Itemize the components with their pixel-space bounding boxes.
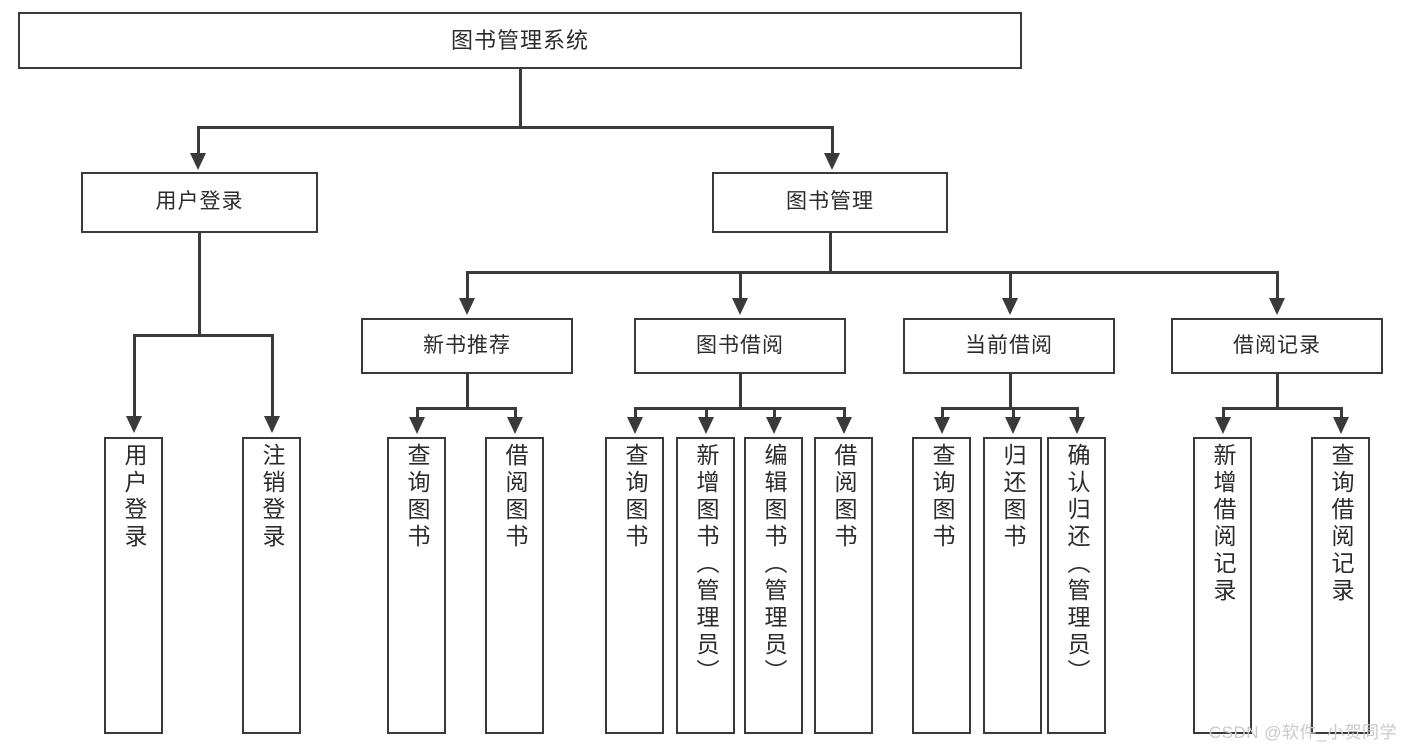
node-root-book-management-system[interactable]: 图书管理系统 [18,12,1022,69]
node-user-login[interactable]: 用户登录 [81,172,318,233]
edge-borrow-to-leaf-4 [843,407,846,419]
node-leaf-newbooks-borrow-books[interactable]: 借阅图书 [485,437,544,734]
node-leaf-newbooks-query-books[interactable]: 查询图书 [387,437,446,734]
node-leaf-current-confirm-return-admin[interactable]: 确认归还（管理员） [1047,437,1106,734]
edge-book-mgmt-to-records [1276,271,1279,300]
arrowhead-records-query [1333,417,1349,434]
arrowhead-current-confirm [1069,417,1085,434]
node-book-borrowing[interactable]: 图书借阅 [634,318,846,374]
node-label: 查询借阅记录 [1328,443,1354,605]
node-label: 借阅图书 [502,443,528,551]
arrowhead-user-login [190,153,206,170]
edge-book-mgmt-to-borrow [739,271,742,300]
edge-user-login-stem [198,232,201,336]
node-leaf-records-query-record[interactable]: 查询借阅记录 [1311,437,1370,734]
node-label: 编辑图书（管理员） [761,443,787,686]
node-book-management[interactable]: 图书管理 [712,172,948,233]
edge-user-login-bus [133,334,273,337]
node-leaf-current-return-books[interactable]: 归还图书 [983,437,1042,734]
arrowhead-borrow-add [698,417,714,434]
edge-borrow-stem [739,373,742,409]
edge-records-stem [1276,373,1279,409]
node-borrowing-records[interactable]: 借阅记录 [1171,318,1383,374]
node-label: 归还图书 [1000,443,1026,551]
edge-current-bus [941,407,1078,410]
edge-new-books-to-leaf-1 [416,407,419,419]
node-leaf-current-query-books[interactable]: 查询图书 [912,437,971,734]
arrowhead-borrow [732,298,748,315]
edge-root-stem [519,68,522,128]
node-label: 新增图书（管理员） [693,443,719,686]
edge-records-to-leaf-1 [1222,407,1225,419]
node-label: 图书管理系统 [450,27,589,53]
node-label: 图书管理 [786,190,874,214]
arrowhead-borrow-query [627,417,643,434]
edge-new-books-to-leaf-2 [514,407,517,419]
edge-new-books-stem [466,373,469,409]
node-label: 用户登录 [121,443,147,551]
edge-borrow-to-leaf-1 [634,407,637,419]
node-label: 新增借阅记录 [1210,443,1236,605]
node-leaf-logout[interactable]: 注销登录 [242,437,301,734]
arrowhead-newbooks-query [409,417,425,434]
edge-records-to-leaf-2 [1340,407,1343,419]
node-label: 用户登录 [155,190,244,214]
arrowhead-leaf-logout [264,416,280,433]
edge-current-to-leaf-2 [1012,407,1015,419]
arrowhead-newbooks-borrow [507,417,523,434]
node-new-book-recommendation[interactable]: 新书推荐 [361,318,573,374]
node-leaf-user-login[interactable]: 用户登录 [104,437,163,734]
arrowhead-records-add [1215,417,1231,434]
node-leaf-records-add-record[interactable]: 新增借阅记录 [1193,437,1252,734]
arrowhead-current-query [934,417,950,434]
arrowhead-records [1269,298,1285,315]
edge-current-to-leaf-3 [1076,407,1079,419]
edge-book-mgmt-to-new-books [466,271,469,300]
node-label: 新书推荐 [423,333,511,357]
edge-borrow-to-leaf-2 [705,407,708,419]
edge-borrow-bus [634,407,845,410]
node-label: 查询图书 [622,443,648,551]
node-leaf-borrow-query-books[interactable]: 查询图书 [605,437,664,734]
edge-book-mgmt-to-current [1009,271,1012,300]
edge-user-login-to-leaf-1 [133,334,136,418]
node-leaf-borrow-add-book-admin[interactable]: 新增图书（管理员） [676,437,735,734]
node-label: 查询图书 [929,443,955,551]
arrowhead-new-books [459,298,475,315]
edge-root-bus [197,126,833,129]
edge-root-to-user-login [197,126,200,155]
arrowhead-current [1002,298,1018,315]
node-label: 图书借阅 [696,333,784,357]
node-label: 查询图书 [404,443,430,551]
node-label: 借阅图书 [831,443,857,551]
edge-records-bus [1222,407,1342,410]
arrowhead-current-return [1005,417,1021,434]
edge-borrow-to-leaf-3 [773,407,776,419]
node-label: 当前借阅 [965,333,1053,357]
edge-root-to-book-mgmt [831,126,834,155]
edge-current-stem [1009,373,1012,409]
arrowhead-borrow-lend [836,417,852,434]
edge-book-mgmt-bus [466,271,1279,274]
edge-book-mgmt-stem [829,232,832,273]
node-current-borrowing[interactable]: 当前借阅 [903,318,1115,374]
edge-new-books-bus [416,407,516,410]
node-label: 借阅记录 [1233,333,1321,357]
node-leaf-borrow-edit-book-admin[interactable]: 编辑图书（管理员） [744,437,803,734]
arrowhead-borrow-edit [766,417,782,434]
edge-user-login-to-leaf-2 [271,334,274,418]
watermark-text: CSDN @软件_小贺同学 [1208,723,1397,742]
arrowhead-book-mgmt [824,153,840,170]
edge-current-to-leaf-1 [941,407,944,419]
arrowhead-leaf-user-login [126,416,142,433]
node-label: 确认归还（管理员） [1064,443,1090,686]
node-label: 注销登录 [259,443,285,551]
node-leaf-borrow-lend-books[interactable]: 借阅图书 [814,437,873,734]
